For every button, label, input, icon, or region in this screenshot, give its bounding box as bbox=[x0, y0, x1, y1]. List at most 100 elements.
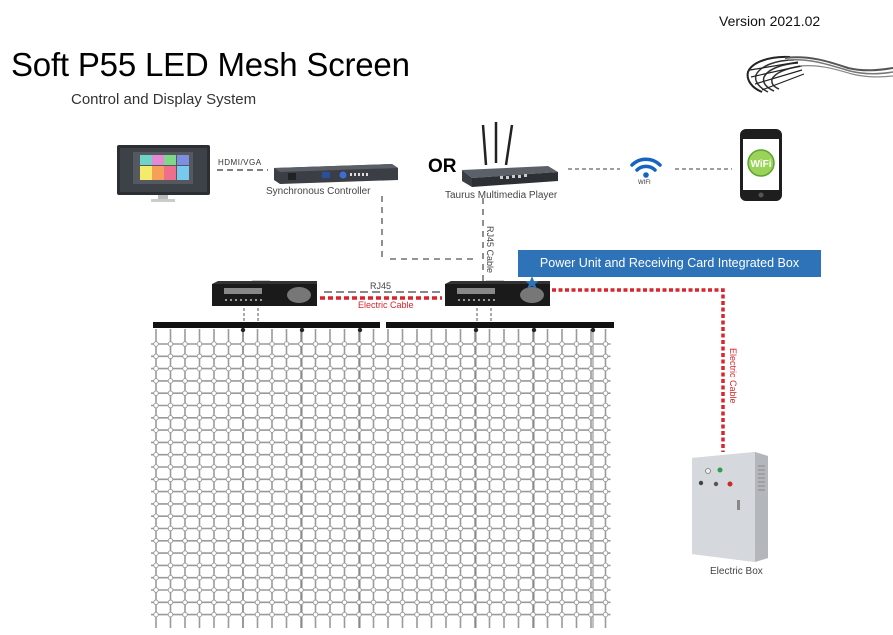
led-node bbox=[399, 501, 406, 507]
led-node bbox=[559, 525, 565, 532]
led-node bbox=[167, 599, 174, 606]
led-node bbox=[573, 464, 580, 470]
led-node bbox=[211, 439, 217, 446]
led-node bbox=[341, 538, 348, 544]
led-node bbox=[428, 464, 435, 470]
led-node bbox=[588, 390, 594, 396]
led-node bbox=[240, 365, 246, 372]
hanger-clip bbox=[299, 327, 305, 333]
led-node bbox=[153, 538, 159, 544]
led-node bbox=[298, 439, 304, 446]
led-node bbox=[530, 476, 536, 483]
led-node bbox=[486, 599, 493, 606]
wifi-label: WIFI bbox=[638, 180, 651, 186]
led-node bbox=[196, 611, 203, 618]
led-node bbox=[414, 439, 420, 446]
led-node bbox=[385, 427, 391, 433]
led-node bbox=[399, 525, 406, 532]
led-node bbox=[443, 390, 449, 396]
smartphone-icon: WiFi bbox=[740, 129, 782, 201]
led-node bbox=[457, 427, 464, 433]
led-node bbox=[457, 439, 464, 446]
led-node bbox=[312, 415, 319, 421]
led-node bbox=[254, 427, 261, 433]
led-node bbox=[515, 611, 522, 618]
led-node bbox=[196, 464, 203, 470]
led-node bbox=[588, 476, 594, 483]
led-node bbox=[370, 525, 377, 532]
led-node bbox=[428, 574, 435, 581]
led-node bbox=[559, 341, 565, 347]
led-node bbox=[443, 402, 449, 409]
led-node bbox=[341, 365, 348, 372]
led-node bbox=[414, 599, 420, 606]
led-node bbox=[283, 587, 290, 593]
led-node bbox=[472, 415, 478, 421]
electric-cable-label: Electric Cable bbox=[358, 300, 414, 310]
led-node bbox=[428, 525, 435, 532]
led-node bbox=[196, 513, 203, 519]
led-node bbox=[298, 390, 304, 396]
led-node bbox=[240, 599, 246, 606]
led-node bbox=[588, 451, 594, 458]
led-node bbox=[501, 550, 507, 556]
led-node bbox=[370, 439, 377, 446]
led-node bbox=[530, 488, 536, 495]
led-node bbox=[225, 476, 232, 483]
led-node bbox=[225, 451, 232, 458]
led-node bbox=[385, 341, 391, 347]
led-node bbox=[399, 587, 406, 593]
led-node bbox=[544, 599, 551, 606]
led-node bbox=[298, 538, 304, 544]
led-node bbox=[515, 476, 522, 483]
led-node bbox=[225, 574, 232, 581]
led-node bbox=[573, 353, 580, 360]
led-node bbox=[457, 365, 464, 372]
led-node bbox=[443, 341, 449, 347]
led-node bbox=[559, 439, 565, 446]
led-node bbox=[240, 341, 246, 347]
led-node bbox=[472, 439, 478, 446]
led-node bbox=[225, 611, 232, 618]
led-node bbox=[559, 378, 565, 384]
led-node bbox=[399, 476, 406, 483]
rj45-cable-label: RJ45 Cable bbox=[485, 226, 495, 274]
led-node bbox=[312, 365, 319, 372]
led-node bbox=[515, 562, 522, 569]
led-node bbox=[269, 341, 275, 347]
led-node bbox=[182, 538, 188, 544]
led-node bbox=[443, 427, 449, 433]
led-node bbox=[588, 611, 594, 618]
led-node bbox=[472, 365, 478, 372]
led-node bbox=[167, 451, 174, 458]
led-node bbox=[283, 402, 290, 409]
led-node bbox=[182, 488, 188, 495]
led-node bbox=[269, 525, 275, 532]
led-node bbox=[457, 513, 464, 519]
led-node bbox=[283, 525, 290, 532]
led-node bbox=[153, 562, 159, 569]
led-node bbox=[443, 562, 449, 569]
led-node bbox=[298, 574, 304, 581]
led-node bbox=[182, 562, 188, 569]
led-node bbox=[254, 562, 261, 569]
hanger-clip bbox=[240, 327, 246, 333]
led-node bbox=[501, 525, 507, 532]
led-node bbox=[501, 439, 507, 446]
led-node bbox=[211, 390, 217, 396]
led-node bbox=[240, 402, 246, 409]
led-node bbox=[298, 513, 304, 519]
led-node bbox=[225, 525, 232, 532]
led-node bbox=[283, 341, 290, 347]
led-node bbox=[472, 476, 478, 483]
led-node bbox=[370, 513, 377, 519]
led-node bbox=[486, 550, 493, 556]
led-node bbox=[457, 574, 464, 581]
led-node bbox=[385, 378, 391, 384]
hanger-clip bbox=[531, 327, 537, 333]
led-node bbox=[515, 525, 522, 532]
led-node bbox=[182, 574, 188, 581]
led-node bbox=[240, 611, 246, 618]
led-node bbox=[312, 587, 319, 593]
led-node bbox=[211, 488, 217, 495]
